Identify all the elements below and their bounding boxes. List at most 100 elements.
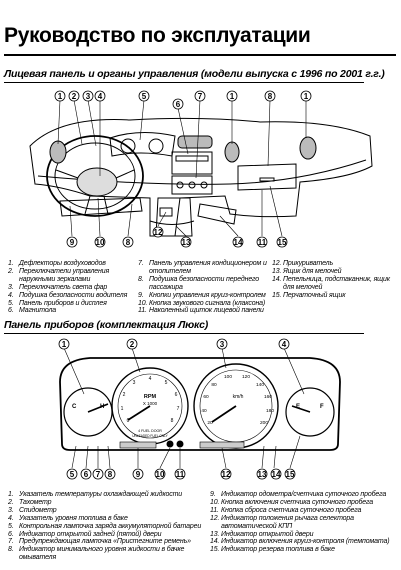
speed-tick: 20 [207,420,213,426]
legend-text: Индикатор открытой двери [221,530,314,538]
callout-marker [122,236,134,248]
legend-text: Дефлекторы воздуховодов [19,260,106,267]
callout-label: 14 [234,238,243,247]
speed-tick: 180 [266,408,274,414]
section-rule [4,333,364,334]
legend-number: 5. [8,522,14,530]
legend-text: Ящик для мелочей [283,267,342,275]
legend-item: 5. Контрольная лампочка заряда аккумулято… [8,523,208,531]
speed-tick: 160 [264,394,272,400]
legend-item: 15.Перчаточный ящик [272,292,398,300]
legend-number: 7. [8,538,14,546]
legend-text: Кнопка включения счетчика суточного проб… [221,498,373,506]
tach-tick: 0 [127,418,130,424]
legend-text: Кнопки управления круиз-контролем [149,291,266,299]
callout-marker [278,338,290,350]
callout-label: 5 [70,470,75,479]
callout-marker [180,236,192,248]
legend-text: Указатель уровня топлива в баке [19,514,128,522]
callout-label: 3 [220,340,225,349]
legend-text: Подушка безопасности водителя [19,291,128,299]
legend-item: 4.Указатель уровня топлива в баке [8,515,208,523]
callout-marker [256,468,268,480]
callout-label: 7 [96,470,101,479]
speed-tick: 80 [211,382,217,388]
callout-marker [126,338,138,350]
legend-item: 14.Индикатор включения круиз-контроля (т… [210,538,400,546]
callout-label: 1 [304,92,309,101]
legend-column-1: 1.Указатель температуры охлаждающей жидк… [8,491,208,562]
callout-marker [68,90,80,102]
tach-tick: 1 [121,406,124,412]
callout-marker [132,468,144,480]
legend-number: 3. [8,283,14,291]
tach-tick: 8 [171,418,174,424]
callout-label: 3 [86,92,91,101]
legend-item: 2.Тахометр [8,499,208,507]
tach-tick: 5 [165,380,168,386]
callout-marker [174,468,186,480]
legend-item: 13.Ящик для мелочей [272,268,398,276]
legend-number: 11. [138,307,147,315]
callout-label: 12 [222,470,231,479]
callout-marker [66,468,78,480]
tach-tick: 3 [133,380,136,386]
callout-label: 14 [272,470,281,479]
legend-item: 7.Предупреждающая лампочка «Пристегните … [8,538,208,546]
title-rule [4,54,396,56]
legend-number: 15. [272,291,282,299]
callout-marker [104,468,116,480]
tach-tick: 4 [149,376,152,382]
legend-item: 8.Индикатор минимального уровня жидкости… [8,546,208,562]
legend-column-1: 1. Дефлекторы воздуховодов 2. Переключател… [8,260,134,315]
callout-marker [256,236,268,248]
callout-label: 1 [58,92,63,101]
callout-marker [66,236,78,248]
legend-number: 13. [210,530,220,538]
callout-label: 13 [258,470,267,479]
callout-marker [92,468,104,480]
legend-item: 14.Пепельница, подстаканник, ящик для ме… [272,276,398,292]
callout-marker [172,98,184,110]
rpm-unit-label: X 1000 [143,401,158,406]
callout-label: 11 [176,470,185,479]
legend-number: 8. [8,546,14,554]
legend-item: 11.Кнопка сброса счетчика суточного проб… [210,507,400,515]
legend-text: Перчаточный ящик [283,291,346,299]
callout-marker [232,236,244,248]
legend-text: Переключатели управления наружными зерка… [19,267,110,283]
legend-item: 13.Индикатор открытой двери [210,531,400,539]
fuel-empty-label: E [296,404,300,410]
legend-column-2: 7.Панель управления кондиционером и отоп… [138,260,288,315]
callout-marker [284,468,296,480]
legend-column-3: 12.Прикуриватель 13.Ящик для мелочей 14.… [272,260,398,300]
legend-text: Индикатор положения рычага селектора авт… [221,514,354,530]
legend-text: Наколенный щиток лицевой панели [149,307,264,315]
legend-number: 1. [8,260,14,267]
callout-label: 5 [142,92,147,101]
legend-item: 6.Магнитола [8,307,134,315]
legend-number: 2. [8,267,14,275]
callout-label: 4 [98,92,103,101]
callout-label: 1 [230,92,235,101]
legend-item: 12.Индикатор положения рычага селектора … [210,515,400,531]
temp-cold-label: C [72,404,77,410]
legend-number: 14. [272,275,282,283]
callout-marker [226,90,238,102]
unleaded-label: UNLEADED FUEL ONLY [132,434,168,438]
speed-tick: 60 [203,394,209,400]
callout-label: 2 [72,92,77,101]
callout-marker [94,90,106,102]
legend-number: 3. [8,506,14,514]
legend-text: Тахометр [19,498,52,506]
callout-label: 15 [286,470,295,479]
legend-text: Подушка безопасности переднего пассажира [149,275,260,291]
legend-item: 1. Дефлекторы воздуховодов [8,260,134,268]
callout-marker [138,90,150,102]
legend-text: Индикатор резерва топлива в баке [221,546,335,554]
tach-tick: 6 [175,392,178,398]
callout-label: 8 [108,470,113,479]
rpm-label: RPM [144,394,157,400]
legend-item: 4.Подушка безопасности водителя [8,292,134,300]
legend-text: Контрольная лампочка заряда аккумуляторн… [19,522,202,530]
